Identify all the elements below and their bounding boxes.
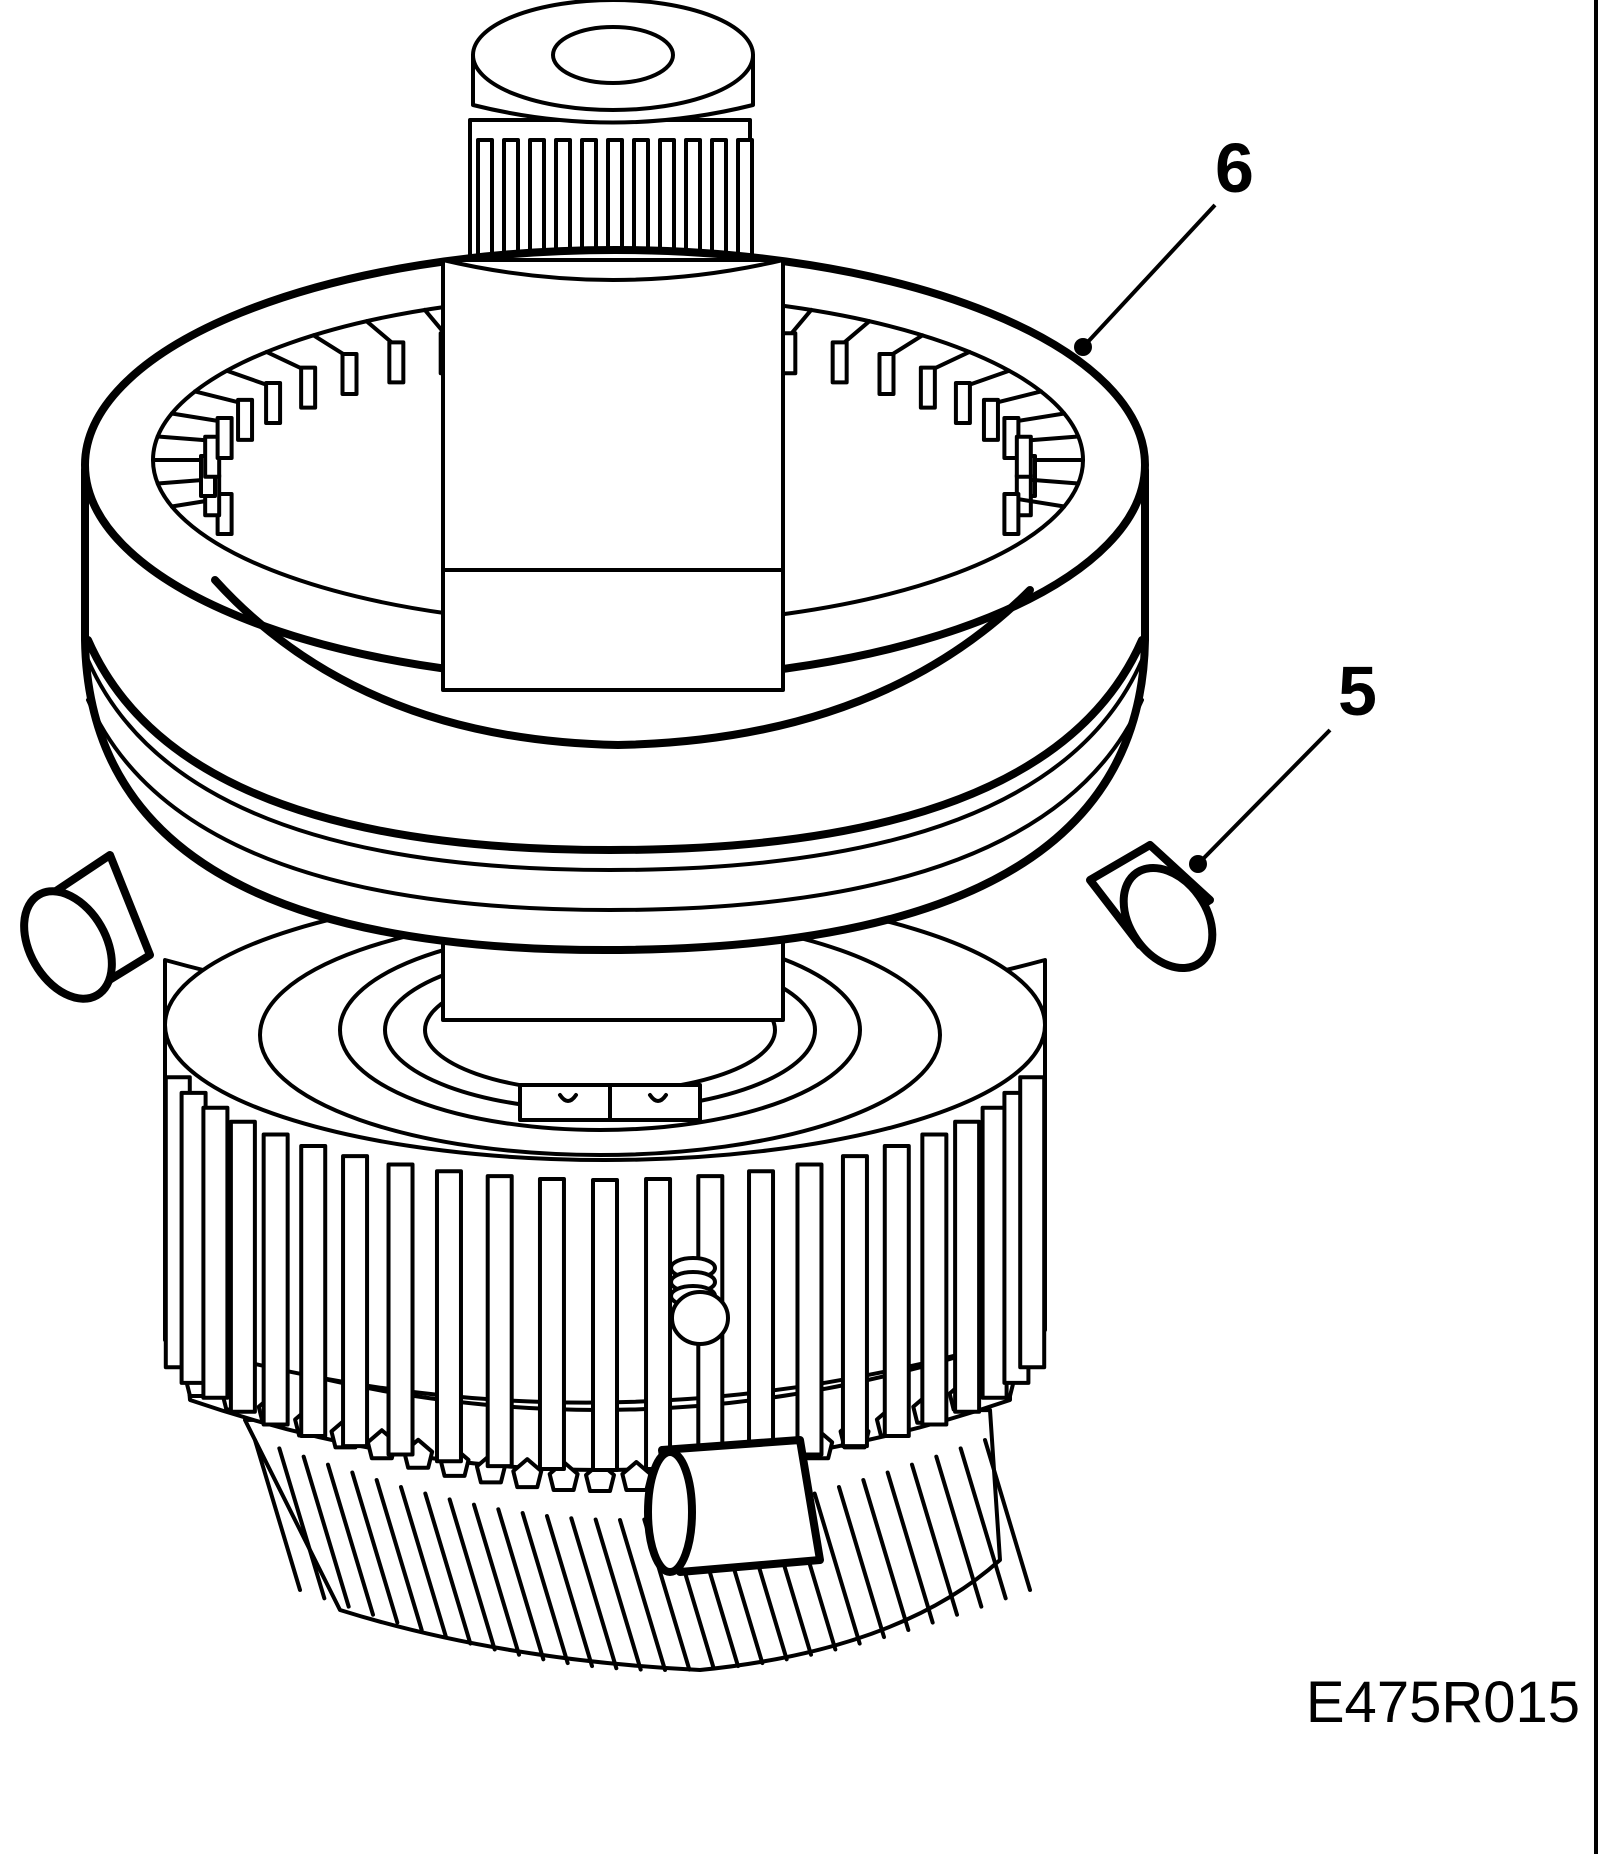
synchronizer-sleeve [81,246,1149,954]
sleeve-spline [1021,477,1081,486]
shaft-spline [476,138,494,272]
callout-5: 5 [1189,652,1377,873]
helical-tooth [885,1470,935,1625]
detent-pin-left [20,851,154,1003]
helical-tooth [910,1462,959,1617]
helical-tooth [569,1516,619,1671]
helical-tooth [472,1502,521,1657]
shaft-end-face [471,0,755,112]
helical-tooth [618,1518,667,1672]
hub-spline-tooth [485,1174,514,1469]
sleeve-spline-tooth [299,365,318,410]
sleeve-groove-upper [84,636,1146,854]
sleeve-spline [1021,434,1081,443]
sleeve-spline-tooth [215,415,234,460]
helical-tooth [399,1485,448,1640]
hub-spline-tooth [341,1154,370,1449]
hub-spline-tooth [228,1119,257,1414]
sleeve-lower-edge [86,698,1144,912]
helical-tooth [983,1438,1032,1592]
helical-gear-body [243,1408,1002,1672]
shaft-shoulder [441,258,785,282]
sleeve-spline-tooth [877,351,896,396]
sleeve-groove-lower [86,658,1144,872]
callout-6-label: 6 [1215,129,1254,207]
callout-6: 6 [1074,129,1254,356]
lower-gear-cluster [163,888,1047,1672]
helical-tooth [496,1507,546,1662]
helical-tooth [545,1514,594,1669]
hub-spline-tooth [261,1132,290,1427]
sleeve-spline [155,434,215,443]
hub-spline-tooth [953,1119,982,1414]
helical-tooth [861,1478,911,1632]
helical-tooth [934,1454,984,1609]
callout-5-label: 5 [1338,652,1377,730]
lower-detent-pin [644,1436,824,1576]
shaft-through-sleeve [441,258,785,692]
hub-spline-tooth [434,1169,463,1464]
sleeve-spline-tooth [387,340,406,385]
hub-spline-tooth [1018,1075,1047,1370]
sleeve-spline-tooth [830,340,849,385]
sleeve-spline-tooth [918,365,937,410]
helical-tooth [520,1511,570,1666]
hub-spline-tooth [840,1154,869,1449]
helical-tooth [374,1478,424,1632]
shaft-splines [476,138,754,272]
hub-spline-tooth [882,1144,911,1439]
clip-eye-right [648,1093,668,1103]
hub-spline-tooth [537,1177,566,1472]
hub-spline-tooth [920,1132,949,1427]
helical-tooth [301,1454,351,1609]
sleeve-spline-tooth [1014,434,1033,479]
hub-spline-tooth [795,1162,824,1457]
helical-tooth [277,1446,327,1601]
sleeve-spline-tooth [981,397,1000,442]
sleeve-inner-front [211,576,1034,749]
helical-tooth [812,1491,862,1646]
helical-tooth [423,1491,473,1646]
sleeve-spline-tooth [264,381,283,426]
sleeve-spline-tooth [953,381,972,426]
sleeve-spline-tooth [1002,492,1021,537]
helical-tooth [326,1462,375,1617]
hub-spline-tooth [644,1177,673,1472]
detent-spring [669,1256,730,1346]
hub-spline-tooth [747,1169,776,1464]
dog-tooth [511,1457,544,1490]
hub-external-splines [163,1075,1047,1472]
hub-spline-tooth [299,1144,328,1439]
hub-spline-tooth [201,1105,230,1400]
hub-spline-tooth [386,1162,415,1457]
hub-spline-tooth [591,1178,619,1472]
shaft-spline [736,138,754,272]
shaft-center-bore [551,25,675,85]
sleeve-spline-tooth [340,351,359,396]
helical-tooth [837,1485,886,1640]
clip-eye-left [558,1093,578,1103]
detent-pin-right [1086,841,1217,973]
helical-tooth [593,1517,643,1672]
helical-tooth [253,1438,302,1592]
figure-reference-code: E475R015 [1306,1670,1580,1735]
helical-tooth [350,1470,400,1625]
sleeve-spline-tooth [236,397,255,442]
helical-tooth [447,1497,497,1652]
helical-tooth [958,1446,1008,1601]
